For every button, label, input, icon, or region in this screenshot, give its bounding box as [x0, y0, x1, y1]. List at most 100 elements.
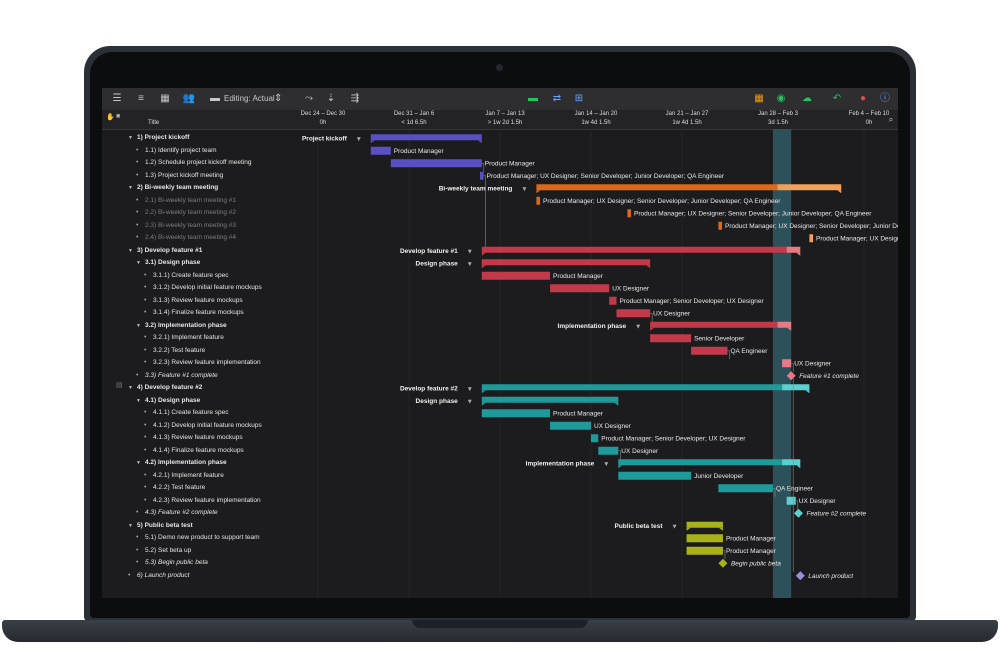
outline-row[interactable]: •2.2) Bi-weekly team meeting #2	[102, 207, 292, 219]
outline-row[interactable]: •3.1.4) Finalize feature mockups	[102, 307, 292, 319]
outline-row-label: 5.3) Begin public beta	[145, 559, 208, 566]
outline-row[interactable]: •3.2.3) Review feature implementation	[102, 357, 292, 369]
bullet-icon: •	[136, 234, 139, 241]
group-bar-label: Project kickoff	[302, 136, 348, 143]
outline-row[interactable]: •6) Launch product	[102, 570, 292, 582]
task-resource-label: UX Designer	[612, 286, 650, 293]
tracking-icon[interactable]: ⇶	[350, 93, 360, 104]
outline-row[interactable]: •2.4) Bi-weekly team meeting #4	[102, 232, 292, 244]
bullet-icon: •	[136, 534, 139, 541]
outline-row[interactable]: •1.1) Identify project team	[102, 145, 292, 157]
note-icon[interactable]: ■	[116, 113, 121, 120]
outline-row[interactable]: •4.2.3) Review feature implementation	[102, 495, 292, 507]
chevron-down-icon: ▼	[468, 249, 472, 255]
outline-row[interactable]: ▼2) Bi-weekly team meeting	[102, 182, 292, 194]
outline-row[interactable]: ▼3) Develop feature #1	[102, 245, 292, 257]
disclosure-triangle-icon[interactable]: ▼	[128, 247, 133, 254]
chevron-down-icon: ▼	[468, 262, 472, 268]
dependency-connector	[795, 500, 799, 510]
task-resource-label: Product Manager; UX Designer	[816, 236, 898, 243]
outline-row[interactable]: •4.3) Feature #2 complete	[102, 507, 292, 519]
task-resource-label: Product Manager	[553, 411, 604, 418]
outline-row[interactable]: ▼4.2) Implementation phase	[102, 457, 292, 469]
outline-row[interactable]: •5.2) Set beta up	[102, 545, 292, 557]
outline-row[interactable]: •4.2.1) Implement feature	[102, 470, 292, 482]
outline-row[interactable]: •1.3) Project kickoff meeting	[102, 170, 292, 182]
eye-icon[interactable]: ◉	[776, 93, 786, 104]
disclosure-triangle-icon[interactable]: ▼	[136, 397, 141, 404]
hand-icon[interactable]: ✋	[106, 114, 115, 121]
merge-icon[interactable]: ⇄	[552, 93, 562, 104]
outline-row[interactable]: •3.1.1) Create feature spec	[102, 270, 292, 282]
outline-row-label: 3.2.2) Test feature	[153, 346, 206, 354]
outline-row[interactable]: •4.1.2) Develop initial feature mockups	[102, 420, 292, 432]
outline-row[interactable]: •1.2) Schedule project kickoff meeting	[102, 157, 292, 169]
outline-row[interactable]: ▼4.1) Design phase	[102, 395, 292, 407]
row-handle-icon[interactable]: ▤	[116, 382, 123, 389]
task-resource-label: Product Manager	[726, 536, 777, 543]
cloud-icon[interactable]: ☁	[802, 93, 812, 104]
outline-row[interactable]: •3.1.2) Develop initial feature mockups	[102, 282, 292, 294]
dependency-connector	[483, 175, 486, 247]
disclosure-triangle-icon[interactable]: ▼	[128, 385, 133, 391]
disclosure-triangle-icon[interactable]: ▼	[136, 460, 141, 466]
columns-icon[interactable]: ▦	[160, 93, 170, 104]
outline-row[interactable]: •3.2.2) Test feature	[102, 345, 292, 357]
outline-row[interactable]: •3.3) Feature #1 complete	[102, 370, 292, 382]
baseline-icon[interactable]: ⊞	[574, 93, 584, 104]
disclosure-triangle-icon[interactable]: ▼	[136, 322, 141, 329]
bullet-icon: •	[144, 271, 147, 279]
resources-icon[interactable]: 👥	[182, 93, 196, 104]
disclosure-triangle-icon[interactable]: ▼	[128, 135, 133, 141]
bullet-icon: •	[144, 484, 147, 491]
group-bar-cap-left	[686, 527, 691, 531]
outline-row-label: 1) Project kickoff	[137, 134, 190, 141]
outline-row[interactable]: ▼5) Public beta test	[102, 520, 292, 532]
bullet-icon: •	[128, 571, 131, 579]
outline-row[interactable]: ▼3.1) Design phase	[102, 257, 292, 269]
sidebar-icon[interactable]: ☰	[112, 93, 122, 104]
outline-row[interactable]: •5.3) Begin public beta	[102, 557, 292, 569]
outline-row[interactable]: •2.3) Bi-weekly team meeting #3	[102, 220, 292, 232]
connect-icon[interactable]: ⤳	[305, 93, 313, 104]
outline-row[interactable]: ▼4) Develop feature #2	[102, 382, 292, 394]
outline-row[interactable]: •4.1.4) Finalize feature mockups	[102, 445, 292, 457]
task-resource-label: Product Manager; Senior Developer; UX De…	[619, 298, 764, 305]
bullet-icon: •	[136, 509, 139, 516]
outline-row[interactable]: •4.1.1) Create feature spec	[102, 407, 292, 419]
zoom-icon[interactable]: ⌕	[888, 115, 894, 124]
info-icon[interactable]: ⓘ	[880, 93, 890, 104]
disclosure-triangle-icon[interactable]: ▼	[128, 522, 133, 529]
bullet-icon: •	[144, 434, 147, 441]
milestone-diamond	[793, 508, 803, 518]
split-icon[interactable]: ⇣	[326, 93, 336, 104]
task-bar	[627, 209, 632, 218]
task-resource-label: Product Manager; UX Designer; Senior Dev…	[487, 173, 725, 180]
table-icon[interactable]: ▦	[754, 93, 764, 104]
title-column-header[interactable]: Title	[148, 120, 160, 126]
outline-row[interactable]: ▼ 1) Project kickoff	[102, 132, 292, 144]
task-resource-label: QA Engineer	[776, 486, 814, 493]
outline-row[interactable]: •3.1.3) Review feature mockups	[102, 295, 292, 307]
record-icon[interactable]: ●	[859, 93, 867, 104]
outline-row[interactable]: •3.2.1) Implement feature	[102, 332, 292, 344]
undo-icon[interactable]: ↶	[832, 93, 842, 104]
outline-row[interactable]: •5.1) Demo new product to support team	[102, 532, 292, 544]
outline-icon[interactable]: ≡	[138, 93, 144, 104]
group-bar-remaining	[777, 184, 842, 191]
outline-row[interactable]: •4.2.2) Test feature	[102, 482, 292, 494]
week-date-1: Dec 31 – Jan 6	[393, 111, 435, 117]
disclosure-triangle-icon[interactable]: ▼	[128, 185, 133, 191]
editing-mode-select[interactable]: Editing: Actual	[224, 94, 275, 103]
outline-row[interactable]: •2.1) Bi-weekly team meeting #1	[102, 195, 292, 207]
week-date-0: Dec 24 – Dec 30	[300, 111, 346, 117]
group-bar-cap-right	[477, 140, 482, 144]
outline-row[interactable]: ▼3.2) Implementation phase	[102, 320, 292, 332]
level-icon[interactable]: ▬	[528, 93, 538, 104]
disclosure-triangle-icon[interactable]: ▼	[136, 260, 141, 266]
editing-icon: ▬	[210, 93, 220, 104]
outline-row[interactable]: •4.1.3) Review feature mockups	[102, 432, 292, 444]
group-bar-cap-left	[481, 390, 486, 394]
